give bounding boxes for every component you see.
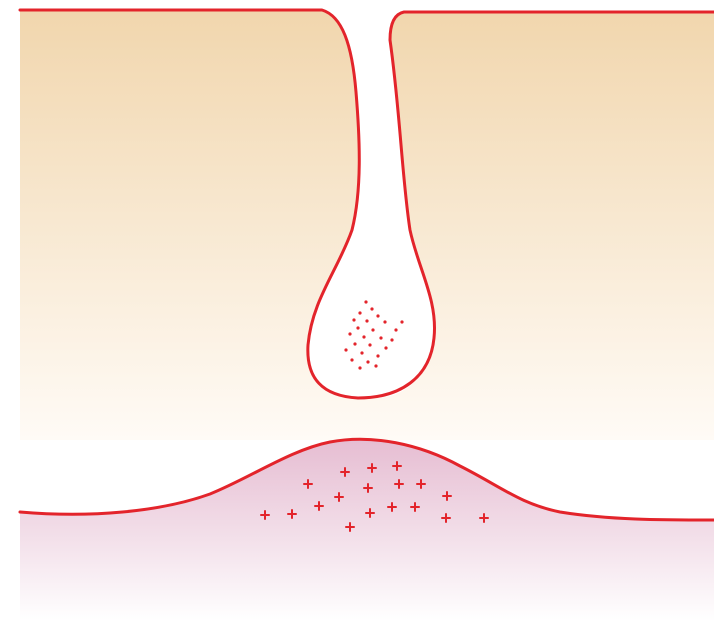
lower-tissue-layer	[20, 439, 714, 621]
